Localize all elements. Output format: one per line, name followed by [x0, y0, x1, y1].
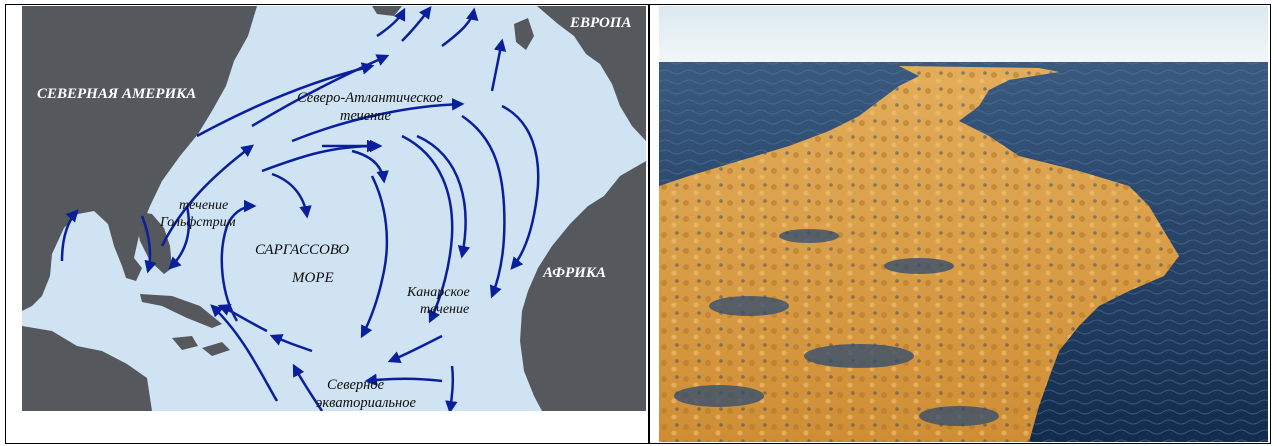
label-canary-current: Канарское	[406, 285, 470, 300]
north-america-landmass	[22, 6, 257, 311]
label-gulf-stream-2: Гольфстрим	[159, 215, 236, 230]
sargassum-texture	[659, 66, 1179, 442]
british-isles	[514, 18, 534, 50]
label-africa: АФРИКА	[542, 265, 606, 281]
label-north-atlantic-current: Северо-Атлантическое	[297, 90, 443, 106]
caribbean-islands	[172, 336, 230, 356]
sargasso-map: СЕВЕРНАЯ АМЕРИКА ЕВРОПА АФРИКА Северо-Ат…	[22, 6, 646, 411]
label-sargasso-sea-2: МОРЕ	[291, 270, 334, 286]
label-north-equatorial-2: экваториальное	[316, 395, 416, 411]
label-north-atlantic-current-2: течение	[340, 108, 392, 124]
label-gulf-stream: течение	[179, 198, 228, 213]
label-sargasso-sea: САРГАССОВО	[255, 242, 349, 258]
map-canvas: СЕВЕРНАЯ АМЕРИКА ЕВРОПА АФРИКА Северо-Ат…	[22, 6, 646, 411]
central-america	[22, 326, 152, 411]
sky	[659, 6, 1268, 62]
sargassum-sea-photo	[659, 6, 1268, 442]
label-canary-current-2: течение	[420, 302, 469, 317]
label-north-america: СЕВЕРНАЯ АМЕРИКА	[37, 86, 196, 102]
label-europe: ЕВРОПА	[569, 15, 631, 31]
label-north-equatorial: Северное	[327, 377, 385, 393]
europe-landmass	[537, 6, 646, 141]
current-arrows	[60, 6, 540, 411]
africa-landmass	[520, 161, 646, 411]
cuba-island	[140, 294, 222, 328]
photo-canvas	[659, 6, 1268, 442]
florida-peninsula	[134, 211, 172, 274]
figure-frame	[5, 4, 1271, 444]
open-water-patches	[674, 229, 999, 426]
panel-divider	[648, 4, 650, 444]
